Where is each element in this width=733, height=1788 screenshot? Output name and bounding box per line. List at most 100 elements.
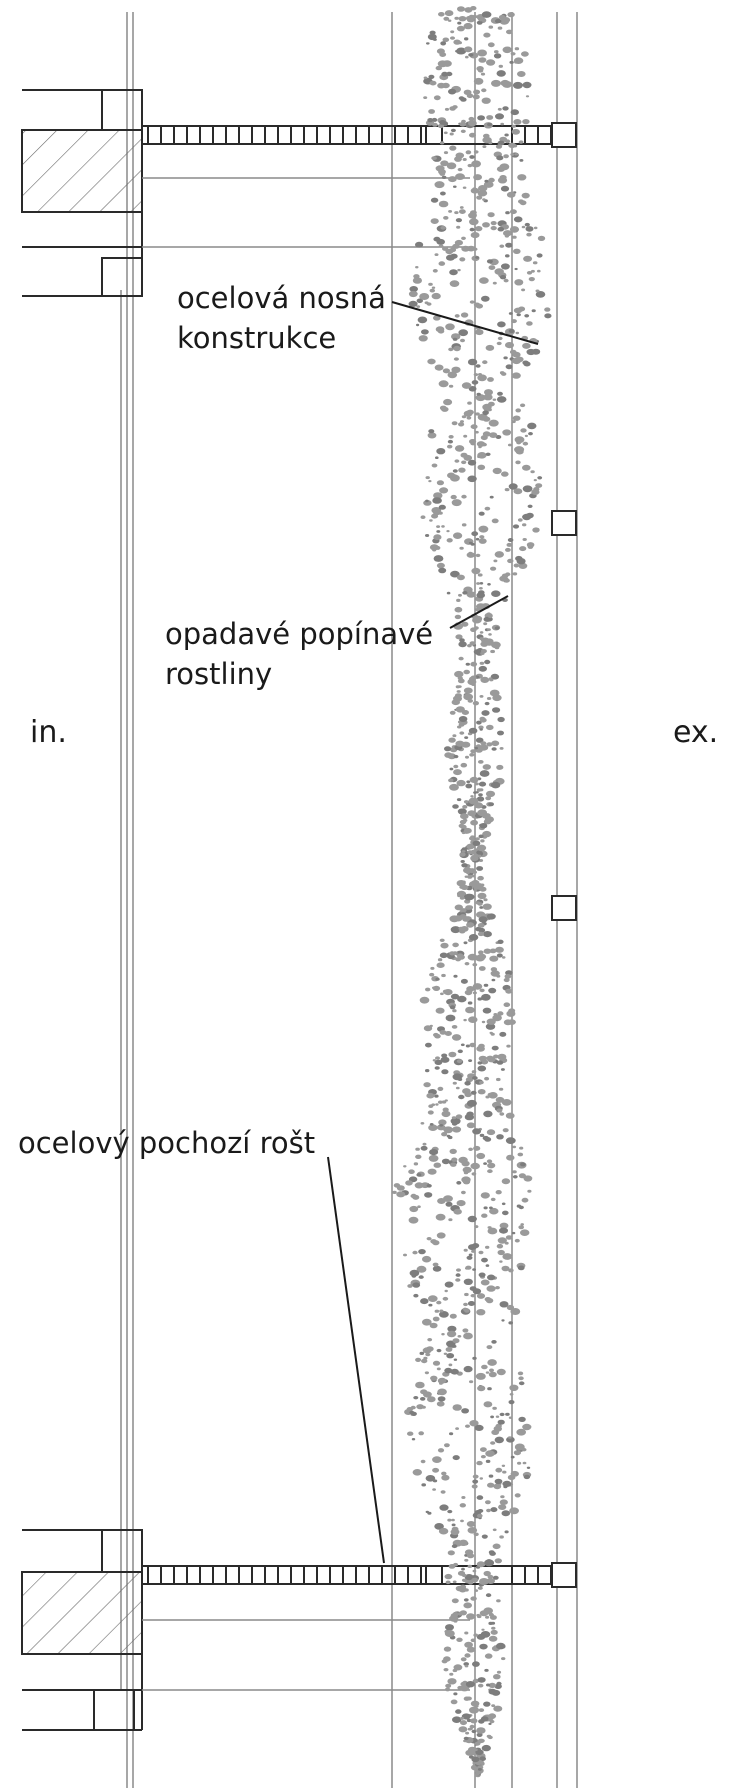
leaf	[419, 293, 430, 300]
leaf	[498, 1504, 507, 1510]
leaf	[448, 210, 453, 213]
leaf	[411, 1438, 416, 1441]
leaf	[499, 1222, 509, 1229]
leaf	[510, 1455, 515, 1459]
leaf	[434, 1523, 444, 1530]
leaf	[432, 1316, 440, 1322]
leaf	[463, 1365, 473, 1373]
leaf	[536, 253, 543, 258]
leaf	[524, 314, 530, 318]
leaf	[485, 452, 491, 456]
leaf	[430, 1239, 437, 1244]
leaf	[458, 16, 467, 22]
leaf	[478, 1055, 488, 1062]
leaf	[431, 156, 437, 161]
leaf	[425, 1475, 436, 1482]
leaf	[486, 697, 492, 700]
leaf	[453, 764, 459, 769]
leaf	[412, 1282, 421, 1288]
leaf	[482, 198, 486, 201]
leaf	[479, 1133, 485, 1137]
leaf	[489, 1207, 499, 1215]
leaf	[460, 1519, 464, 1523]
leaf	[475, 364, 481, 368]
leaf	[535, 291, 546, 298]
leaf	[501, 1464, 506, 1468]
leaf	[487, 1226, 492, 1229]
leaf	[414, 1182, 424, 1189]
leaf	[478, 781, 487, 787]
leaf	[480, 1279, 490, 1286]
leaf	[420, 1298, 429, 1305]
leaf	[461, 1567, 465, 1571]
leaf	[454, 904, 463, 911]
leaf	[533, 226, 538, 230]
leaf	[473, 174, 482, 181]
leaf	[510, 52, 516, 56]
leaf	[436, 1348, 442, 1353]
leaf	[423, 1025, 433, 1032]
leaf	[444, 107, 450, 111]
leaf	[465, 1077, 473, 1083]
leaf	[522, 523, 527, 527]
leaf	[489, 948, 497, 954]
leaf	[470, 835, 475, 839]
leaf	[443, 1352, 448, 1356]
leaf	[462, 805, 468, 809]
leaf	[456, 690, 461, 693]
leaf	[449, 710, 456, 715]
leaf	[481, 295, 490, 302]
leaf	[485, 1500, 491, 1505]
leaf	[455, 1709, 462, 1714]
leaf	[518, 1173, 527, 1179]
leaf	[442, 37, 450, 43]
leaf	[428, 1104, 434, 1108]
leaf	[427, 1511, 432, 1515]
leaf	[507, 558, 514, 564]
leaf	[470, 675, 477, 680]
leaf	[420, 515, 426, 519]
leaf	[487, 1574, 494, 1579]
leaf	[496, 1368, 506, 1376]
leaf	[464, 1631, 469, 1635]
leaf	[444, 1289, 448, 1293]
leaf	[444, 1573, 453, 1580]
leaf	[455, 1278, 461, 1282]
leaf	[455, 634, 463, 640]
leaf	[478, 793, 483, 797]
leaf	[505, 1112, 515, 1119]
leaf	[485, 796, 492, 801]
leaf	[501, 956, 506, 959]
leaf	[433, 492, 443, 499]
leaf	[469, 1380, 474, 1384]
leaf	[496, 764, 504, 770]
leaf	[486, 742, 493, 747]
leaf	[497, 1237, 507, 1244]
leaf	[502, 1470, 507, 1474]
leaf	[450, 1117, 461, 1125]
leaf	[431, 507, 442, 514]
leaf	[470, 855, 479, 862]
leaf	[523, 1474, 531, 1480]
leaf	[446, 254, 455, 261]
leaf	[451, 333, 461, 340]
leaf	[479, 906, 484, 909]
label-steel-structure-line1: ocelová nosná	[177, 281, 386, 315]
leaf	[428, 1303, 433, 1307]
leaf	[463, 1662, 470, 1666]
leaf	[448, 737, 456, 743]
leaf	[521, 192, 530, 199]
leaf	[452, 1580, 457, 1584]
leaf	[471, 1484, 478, 1489]
leaf	[440, 41, 447, 46]
leaf	[429, 1149, 439, 1156]
leaf	[513, 488, 523, 495]
leaf	[477, 452, 487, 459]
leaf	[482, 136, 492, 144]
leaf	[464, 1588, 469, 1592]
leaf	[454, 16, 460, 20]
leaf	[452, 1073, 463, 1081]
leaf	[476, 844, 487, 852]
leaf	[428, 480, 432, 483]
leaf	[494, 551, 504, 558]
